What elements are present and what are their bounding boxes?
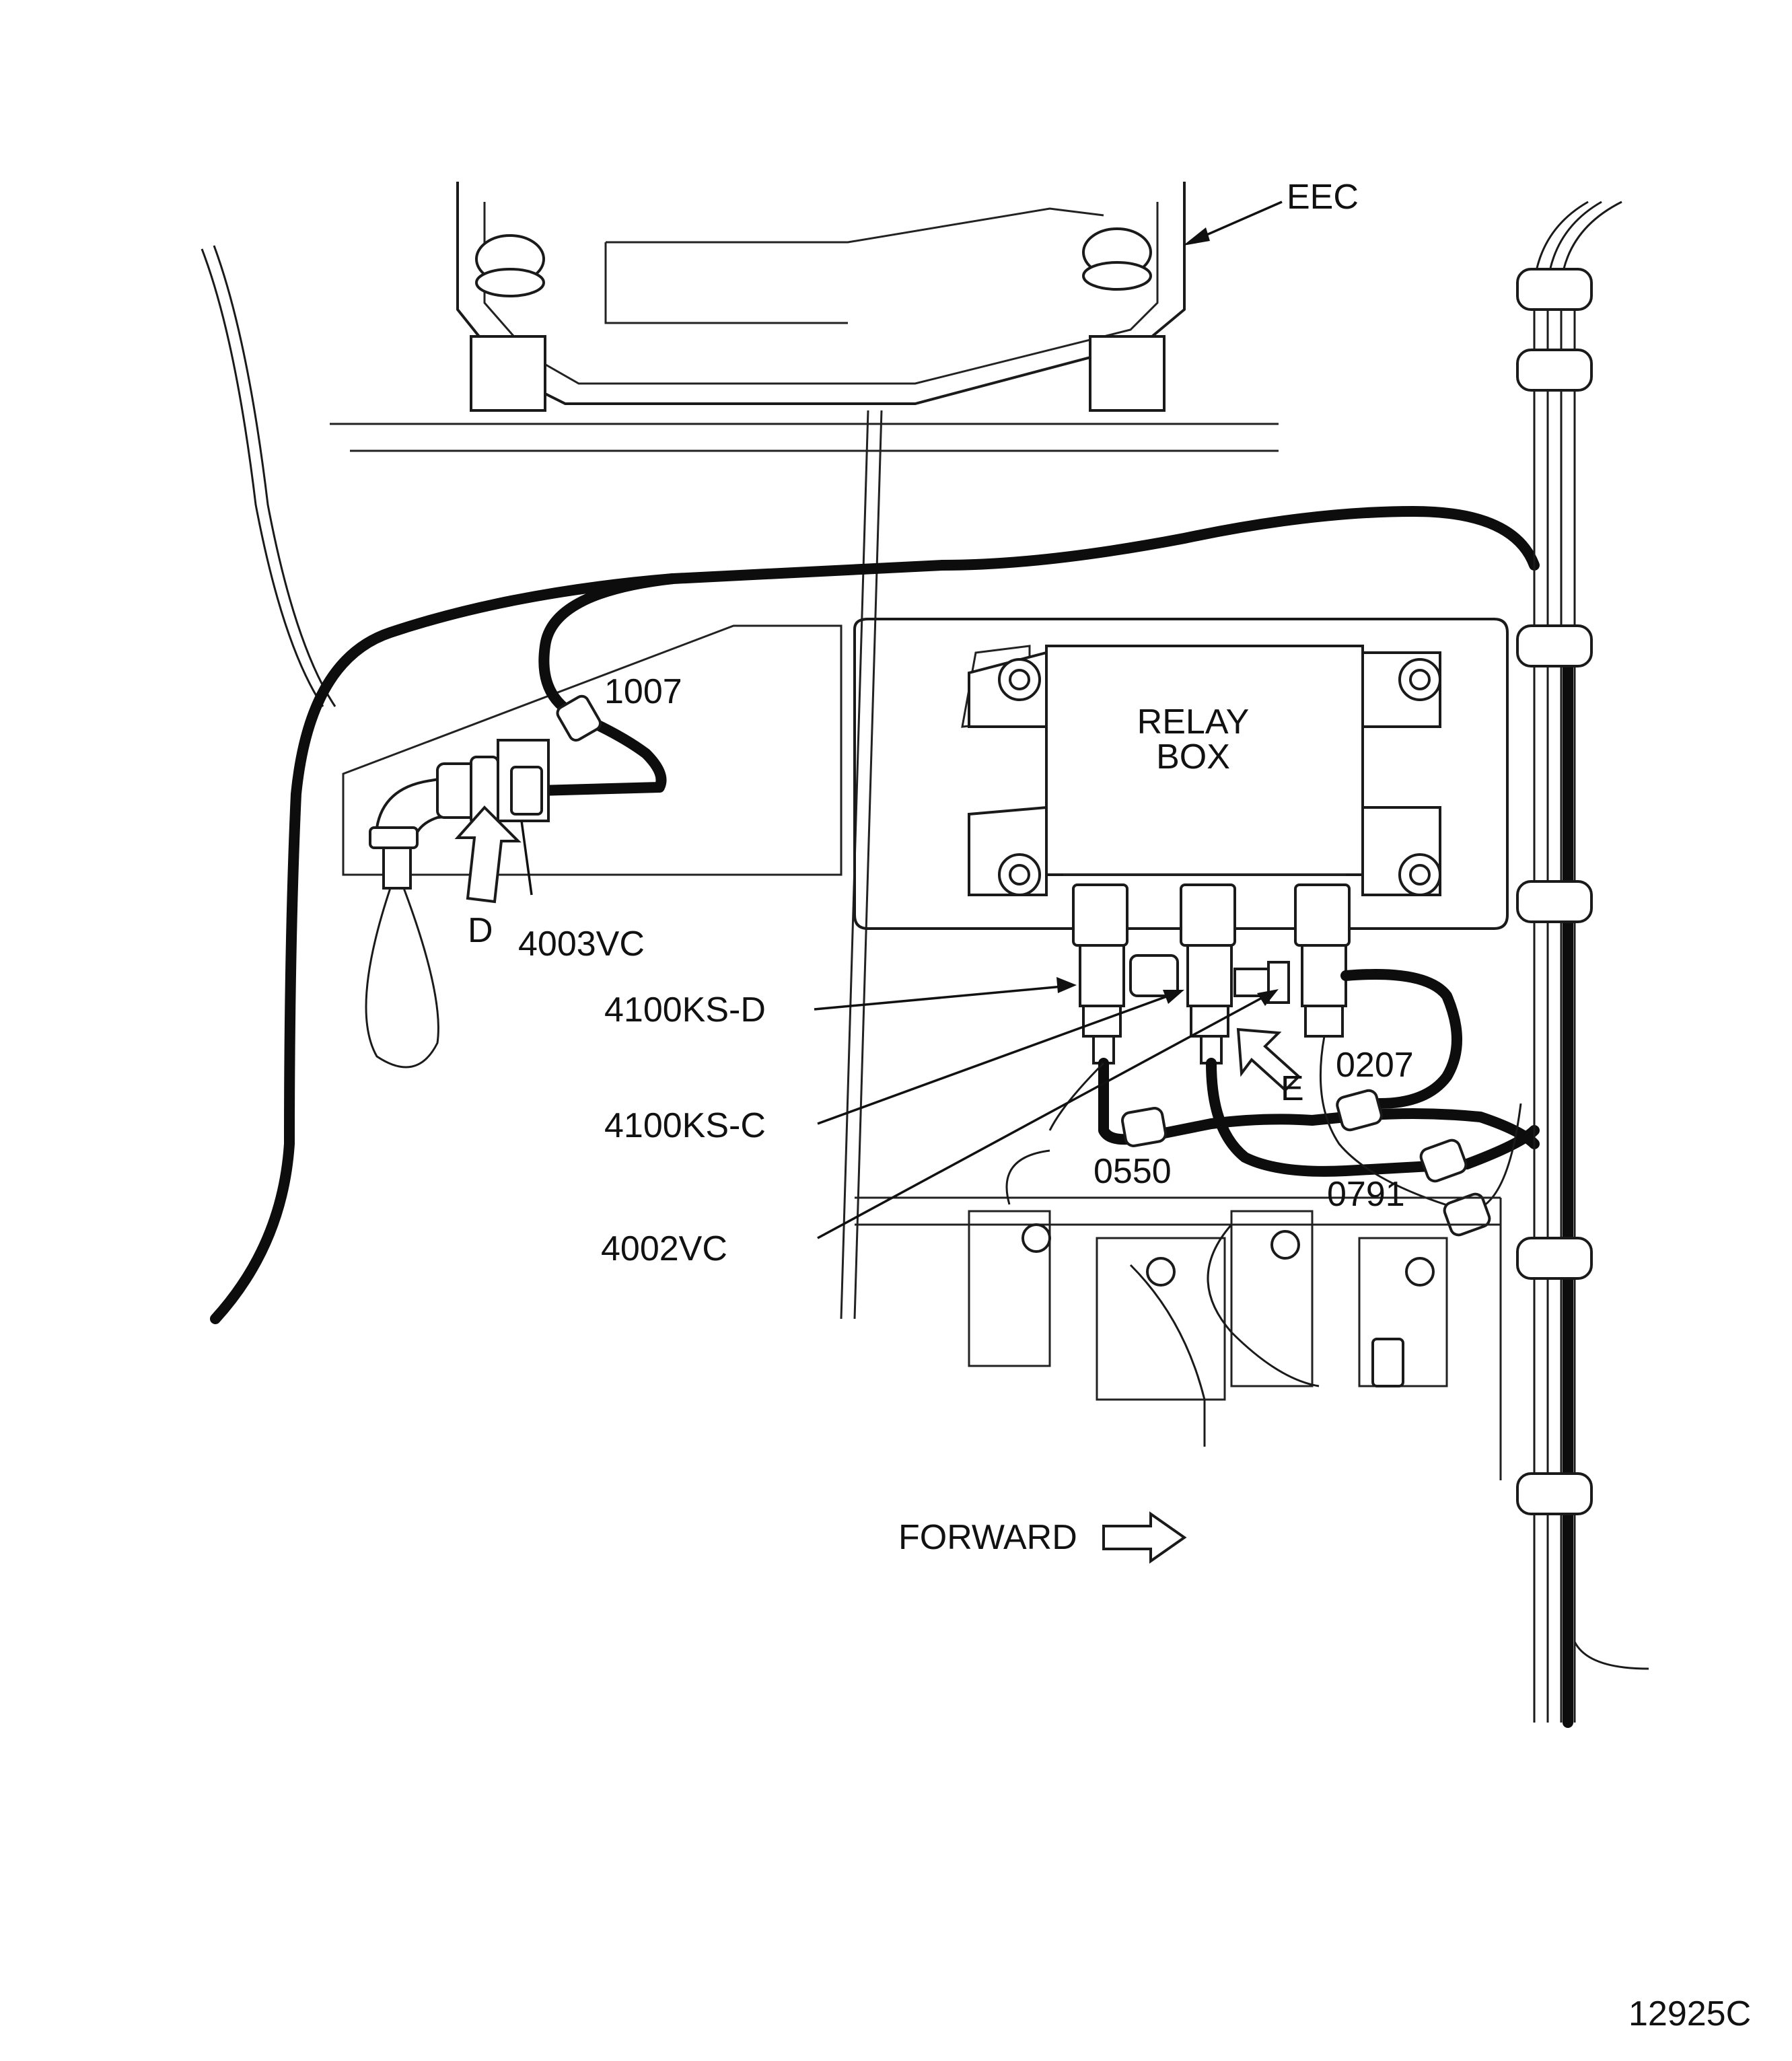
label-0550: 0550	[1094, 1152, 1172, 1191]
forward-arrow	[1102, 1511, 1187, 1564]
label-forward: FORWARD	[898, 1518, 1077, 1557]
view-e-arrow	[1236, 1027, 1301, 1092]
label-eec: EEC	[1287, 178, 1359, 217]
view-d-arrow	[454, 805, 522, 904]
right-wire-bundle	[1516, 201, 1649, 1728]
label-view-e: E	[1281, 1069, 1304, 1108]
label-4002vc: 4002VC	[601, 1229, 727, 1268]
figure-number: 12925C	[1628, 1994, 1751, 2033]
label-view-d: D	[468, 911, 493, 950]
eec-unit	[330, 182, 1283, 1319]
label-4100ks-c: 4100KS-C	[604, 1106, 766, 1145]
label-0207: 0207	[1336, 1046, 1414, 1085]
relay-box	[853, 618, 1509, 930]
label-relay-box-line2: BOX	[1156, 737, 1230, 776]
relay-connectors	[1072, 883, 1351, 1064]
label-4100ks-d: 4100KS-D	[604, 990, 766, 1029]
label-1007: 1007	[604, 672, 682, 711]
lower-structure	[855, 1149, 1502, 1480]
leader-lines	[520, 820, 1279, 1239]
label-relay-box-line1: RELAY	[1137, 702, 1250, 742]
inline-connectors	[1121, 1089, 1491, 1237]
label-0791: 0791	[1327, 1175, 1405, 1214]
label-4003vc: 4003VC	[518, 925, 645, 964]
